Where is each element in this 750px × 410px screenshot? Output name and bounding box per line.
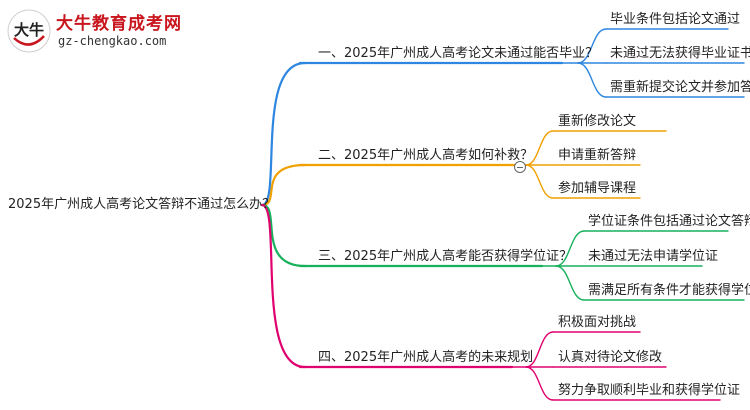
- branch-2-topic: 二、2025年广州成人高考如何补救？: [318, 148, 534, 163]
- branch-2-child-3-curve: [525, 164, 554, 199]
- branch-4-topic: 四、2025年广州成人高考的未来规划: [318, 350, 534, 365]
- branch-4-curve: [260, 203, 307, 369]
- branch-2-child-2: 申请重新答辩: [558, 148, 637, 163]
- branch-2-child-3: 参加辅导课程: [558, 181, 637, 196]
- logo-url: gz-chengkao.com: [58, 34, 167, 48]
- branch-3-child-3: 需满足所有条件才能获得学位证: [588, 283, 750, 298]
- branch-1-child-3: 需重新提交论文并参加答辩: [610, 80, 750, 95]
- branch-1-curve: [260, 61, 307, 207]
- branch-3-child-2: 未通过无法申请学位证: [588, 249, 719, 264]
- branch-4-child-1: 积极面对挑战: [558, 315, 637, 330]
- svg-text:大牛: 大牛: [14, 21, 44, 39]
- branch-3-child-3-curve: [555, 265, 585, 301]
- branch-3-topic: 三、2025年广州成人高考能否获得学位证？: [318, 249, 573, 264]
- branch-1-child-1: 毕业条件包括论文通过: [610, 12, 741, 27]
- logo-badge-icon: 大牛: [7, 9, 51, 53]
- branch-3-child-1-curve: [555, 230, 585, 267]
- branch-1-child-3-curve: [577, 62, 607, 98]
- branch-3-curve: [260, 203, 307, 268]
- branch-2-curve: [260, 163, 307, 207]
- branch-1-child-2: 未通过无法获得毕业证书: [610, 46, 750, 61]
- branch-2-child-1-curve: [525, 130, 554, 166]
- collapse-icon[interactable]: [514, 161, 526, 173]
- logo-title: 大牛教育成考网: [56, 14, 182, 34]
- branch-1-child-1-curve: [577, 28, 607, 64]
- site-logo[interactable]: 大牛 大牛教育成考网 gz-chengkao.com: [6, 6, 196, 56]
- branch-4-child-3: 努力争取顺利毕业和获得学位证: [558, 383, 741, 398]
- root-topic: 2025年广州成人高考论文答辩不通过怎么办？: [8, 197, 276, 212]
- branch-3-child-1: 学位证条件包括通过论文答辩: [588, 214, 750, 229]
- branch-1-topic: 一、2025年广州成人高考论文未通过能否毕业？: [318, 46, 599, 61]
- branch-4-child-3-curve: [525, 366, 554, 401]
- branch-4-child-2: 认真对待论文修改: [558, 350, 663, 365]
- branch-4-child-1-curve: [525, 331, 554, 368]
- branch-2-child-1: 重新修改论文: [558, 114, 637, 129]
